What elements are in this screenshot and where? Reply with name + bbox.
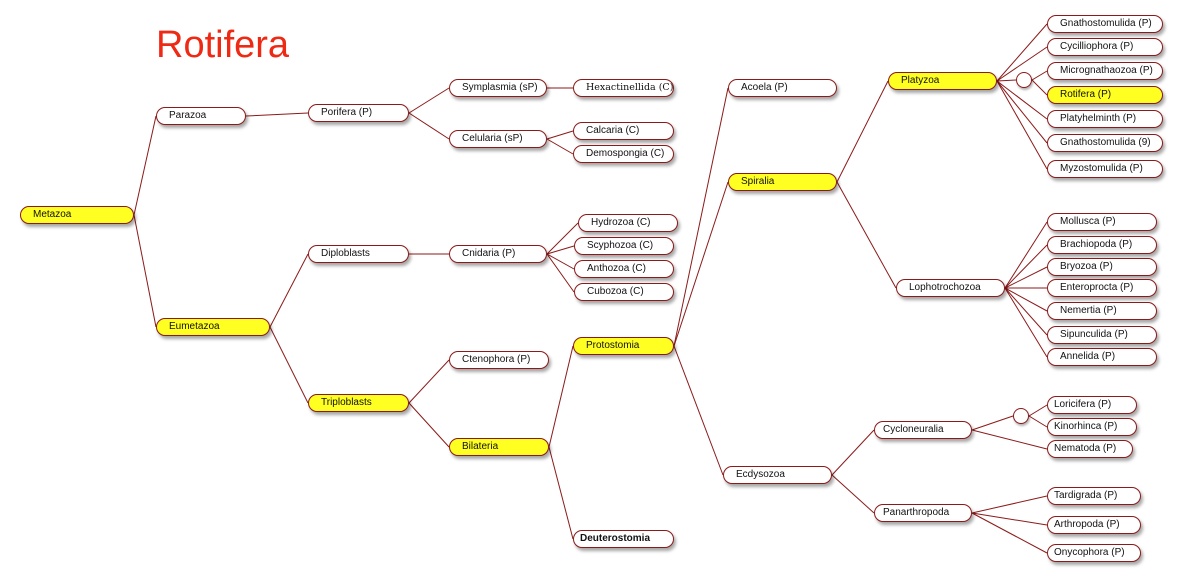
node-bryozoa[interactable]: Bryozoa (P) <box>1047 258 1157 276</box>
node-nemertia[interactable]: Nemertia (P) <box>1047 302 1157 320</box>
edge-cycloneuralia-j2 <box>971 415 1014 431</box>
node-symplasmia[interactable]: Symplasmia (sP) <box>449 79 547 97</box>
edge-metazoa-parazoa <box>133 115 157 216</box>
edge-lophotrochozoa-bryozoa <box>1004 266 1048 289</box>
edge-platyzoa-gnathostomulida_9 <box>996 80 1048 144</box>
edge-panarthropoda-tardigrada <box>971 495 1048 514</box>
edge-lophotrochozoa-nemertia <box>1004 287 1048 312</box>
edge-platyzoa-cycilliophora <box>996 46 1048 82</box>
node-arthropoda[interactable]: Arthropoda (P) <box>1047 516 1141 534</box>
edge-spiralia-lophotrochozoa <box>836 181 897 289</box>
edge-j2-kinorhinca <box>1028 415 1048 428</box>
node-demospongia[interactable]: Demospongia (C) <box>573 145 674 163</box>
edge-cnidaria-scyphozoa <box>546 245 575 255</box>
edge-celularia-calcaria <box>546 130 574 140</box>
node-metazoa[interactable]: Metazoa <box>20 206 134 224</box>
edge-lophotrochozoa-mollusca <box>1004 221 1048 289</box>
edge-cnidaria-anthozoa <box>546 253 575 270</box>
node-diploblasts[interactable]: Diploblasts <box>308 245 409 263</box>
node-anthozoa[interactable]: Anthozoa (C) <box>574 260 674 278</box>
edge-bilateria-deuterostomia <box>548 446 574 540</box>
node-celularia[interactable]: Celularia (sP) <box>449 130 547 148</box>
edge-spiralia-platyzoa <box>836 80 889 183</box>
node-mollusca[interactable]: Mollusca (P) <box>1047 213 1157 231</box>
node-triploblasts[interactable]: Triploblasts <box>308 394 409 412</box>
diagram-title: Rotifera <box>156 24 290 66</box>
node-scyphozoa[interactable]: Scyphozoa (C) <box>574 237 674 255</box>
edge-cnidaria-cubozoa <box>546 253 575 293</box>
node-gnathostomulida-p[interactable]: Gnathostomulida (P) <box>1047 15 1163 33</box>
node-loricifera[interactable]: Loricifera (P) <box>1047 396 1137 414</box>
edge-lophotrochozoa-sipunculida <box>1004 287 1048 336</box>
node-micrognathaozoa[interactable]: Micrognathaozoa (P) <box>1047 62 1163 80</box>
edge-porifera-celularia <box>408 112 450 140</box>
node-acoela[interactable]: Acoela (P) <box>728 79 837 97</box>
edge-protostomia-acoela <box>673 87 729 347</box>
node-onycophora[interactable]: Onycophora (P) <box>1047 544 1141 562</box>
edge-ecdysozoa-cycloneuralia <box>831 429 875 476</box>
node-parazoa[interactable]: Parazoa <box>156 107 246 125</box>
node-sipunculida[interactable]: Sipunculida (P) <box>1047 326 1157 344</box>
node-bilateria[interactable]: Bilateria <box>449 438 549 456</box>
node-panarthropoda[interactable]: Panarthropoda <box>874 504 972 522</box>
node-hexactinellida[interactable]: Hexactinellida (C) <box>573 79 674 97</box>
edge-parazoa-porifera <box>245 112 309 117</box>
edge-metazoa-eumetazoa <box>133 214 157 328</box>
edge-j2-loricifera <box>1028 404 1048 417</box>
junction-node <box>1013 408 1029 424</box>
node-calcaria[interactable]: Calcaria (C) <box>573 122 674 140</box>
edge-bilateria-protostomia <box>548 345 574 448</box>
edge-triploblasts-ctenophora <box>408 359 450 404</box>
node-nematoda[interactable]: Nematoda (P) <box>1047 440 1133 458</box>
node-platyhelminth[interactable]: Platyhelminth (P) <box>1047 110 1163 128</box>
node-gnathostomulida-9[interactable]: Gnathostomulida (9) <box>1047 134 1163 152</box>
node-eumetazoa[interactable]: Eumetazoa <box>156 318 270 336</box>
node-kinorhinca[interactable]: Kinorhinca (P) <box>1047 418 1137 436</box>
node-annelida[interactable]: Annelida (P) <box>1047 348 1157 366</box>
edge-panarthropoda-arthropoda <box>971 512 1048 526</box>
edge-platyzoa-myzostomulida <box>996 80 1048 170</box>
node-spiralia[interactable]: Spiralia <box>728 173 837 191</box>
edge-porifera-symplasmia <box>408 87 450 114</box>
edge-eumetazoa-diploblasts <box>269 253 309 328</box>
node-deuterostomia[interactable]: Deuterostomia <box>573 530 674 548</box>
edge-panarthropoda-onycophora <box>971 512 1048 554</box>
node-porifera[interactable]: Porifera (P) <box>308 104 409 122</box>
edge-ecdysozoa-panarthropoda <box>831 474 875 514</box>
edge-platyzoa-j1 <box>996 79 1017 82</box>
node-cycilliophora[interactable]: Cycilliophora (P) <box>1047 38 1163 56</box>
edge-protostomia-spiralia <box>673 181 729 347</box>
node-tardigrada[interactable]: Tardigrada (P) <box>1047 487 1141 505</box>
edge-eumetazoa-triploblasts <box>269 326 309 404</box>
edge-platyzoa-platyhelminth <box>996 80 1048 120</box>
edge-lophotrochozoa-brachiopoda <box>1004 244 1048 289</box>
node-protostomia[interactable]: Protostomia <box>573 337 674 355</box>
node-enteroprocta[interactable]: Enteroprocta (P) <box>1047 279 1157 297</box>
edge-cnidaria-hydrozoa <box>546 222 579 255</box>
node-cubozoa[interactable]: Cubozoa (C) <box>574 283 674 301</box>
node-cnidaria[interactable]: Cnidaria (P) <box>449 245 547 263</box>
node-lophotrochozoa[interactable]: Lophotrochozoa <box>896 279 1005 297</box>
edge-triploblasts-bilateria <box>408 402 450 448</box>
edge-lophotrochozoa-annelida <box>1004 287 1048 358</box>
edge-celularia-demospongia <box>546 138 574 155</box>
edge-protostomia-ecdysozoa <box>673 345 724 476</box>
node-rotifera[interactable]: Rotifera (P) <box>1047 86 1163 104</box>
node-ecdysozoa[interactable]: Ecdysozoa <box>723 466 832 484</box>
node-ctenophora[interactable]: Ctenophora (P) <box>449 351 549 369</box>
edge-platyzoa-gnathostomulida_p <box>996 23 1048 82</box>
node-platyzoa[interactable]: Platyzoa <box>888 72 997 90</box>
node-cycloneuralia[interactable]: Cycloneuralia <box>874 421 972 439</box>
node-hydrozoa[interactable]: Hydrozoa (C) <box>578 214 678 232</box>
edge-j1-rotifera <box>1031 79 1048 96</box>
junction-node <box>1016 72 1032 88</box>
node-myzostomulida[interactable]: Myzostomulida (P) <box>1047 160 1163 178</box>
edge-j1-micrognathaozoa <box>1031 70 1048 81</box>
node-brachiopoda[interactable]: Brachiopoda (P) <box>1047 236 1157 254</box>
edge-cycloneuralia-nematoda <box>971 429 1048 450</box>
